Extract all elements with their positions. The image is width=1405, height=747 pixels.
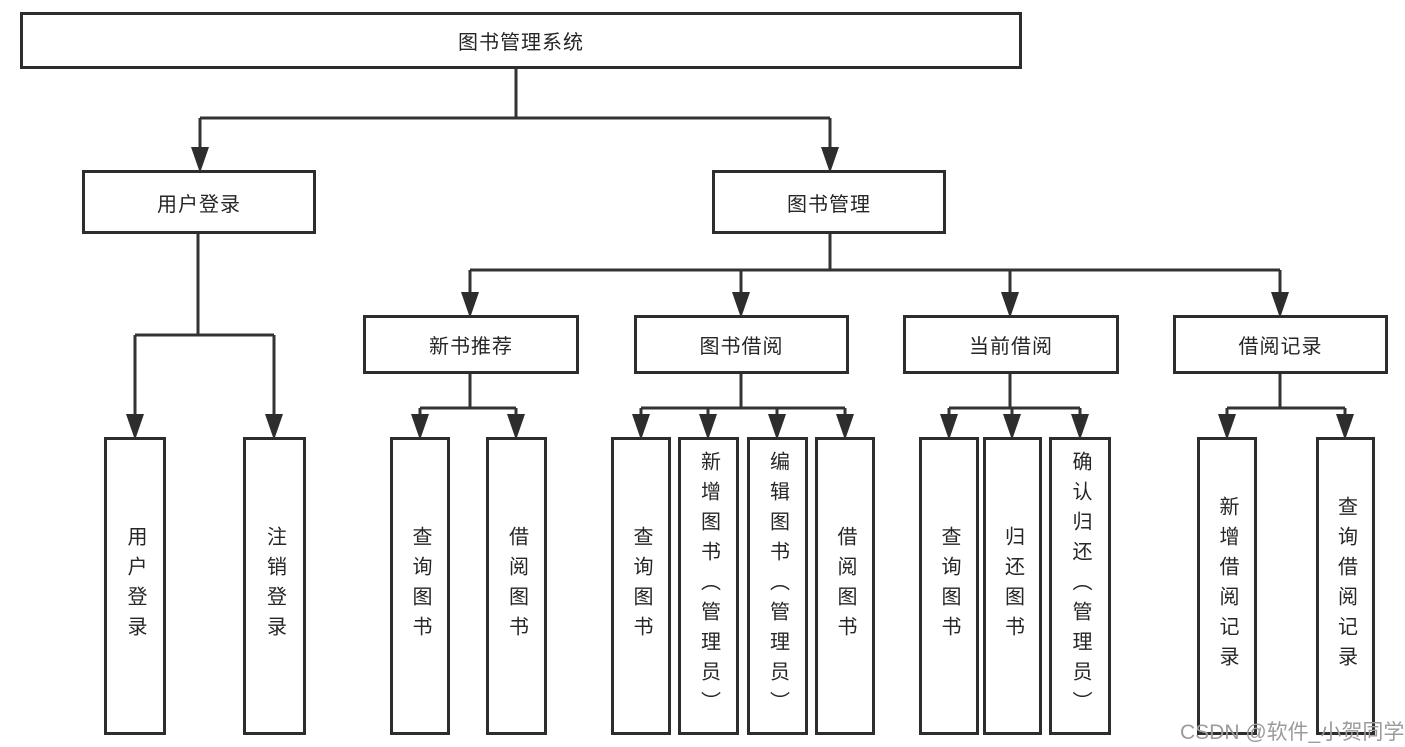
node-current-borrow-label: 当前借阅 (969, 336, 1053, 358)
leaf-query-books-borrow-label: 查询图书 (630, 526, 652, 646)
node-user-login-branch-label: 用户登录 (157, 193, 241, 216)
leaf-query-borrow-record-label: 查询借阅记录 (1334, 496, 1357, 676)
node-book-management-branch: 图书管理 (712, 170, 946, 234)
leaf-return-book-label: 归还图书 (1001, 526, 1024, 646)
leaf-add-book-admin-label: 新增图书（管理员） (697, 451, 720, 721)
leaf-query-books-current-label: 查询图书 (938, 526, 960, 646)
leaf-confirm-return-admin-label: 确认归还（管理员） (1069, 451, 1091, 721)
leaf-add-book-admin: 新增图书（管理员） (678, 437, 739, 735)
node-root-system: 图书管理系统 (20, 12, 1022, 69)
leaf-edit-book-admin-label: 编辑图书（管理员） (766, 451, 789, 721)
leaf-edit-book-admin: 编辑图书（管理员） (747, 437, 808, 735)
node-borrow-records-label: 借阅记录 (1238, 336, 1323, 358)
leaf-borrow-books-recommend-label: 借阅图书 (505, 526, 528, 646)
leaf-query-books-borrow: 查询图书 (611, 437, 671, 735)
node-new-book-recommend: 新书推荐 (363, 315, 579, 374)
leaf-return-book: 归还图书 (983, 437, 1042, 735)
leaf-user-login-label: 用户登录 (124, 526, 146, 646)
node-book-borrow-label: 图书借阅 (699, 336, 784, 358)
leaf-add-borrow-record: 新增借阅记录 (1197, 437, 1257, 735)
node-root-label: 图书管理系统 (458, 32, 584, 54)
leaf-query-books-recommend: 查询图书 (390, 437, 450, 735)
leaf-query-borrow-record: 查询借阅记录 (1316, 437, 1375, 735)
leaf-query-books-current: 查询图书 (919, 437, 979, 735)
leaf-confirm-return-admin: 确认归还（管理员） (1049, 437, 1111, 735)
node-new-book-recommend-label: 新书推荐 (429, 336, 513, 358)
node-borrow-records: 借阅记录 (1173, 315, 1388, 374)
leaf-add-borrow-record-label: 新增借阅记录 (1216, 496, 1238, 676)
leaf-borrow-books: 借阅图书 (815, 437, 875, 735)
arrowheads (126, 147, 1354, 440)
leaf-query-books-recommend-label: 查询图书 (409, 526, 431, 646)
node-book-borrow: 图书借阅 (634, 315, 849, 374)
leaf-user-login: 用户登录 (104, 437, 166, 735)
node-user-login-branch: 用户登录 (82, 170, 316, 234)
leaf-borrow-books-recommend: 借阅图书 (486, 437, 547, 735)
leaf-logout-label: 注销登录 (263, 526, 286, 646)
csdn-watermark: CSDN @软件_小贺同学 (1180, 721, 1405, 744)
node-current-borrow: 当前借阅 (903, 315, 1119, 374)
leaf-logout: 注销登录 (243, 437, 306, 735)
node-book-management-branch-label: 图书管理 (787, 193, 871, 216)
leaf-borrow-books-label: 借阅图书 (834, 526, 856, 646)
